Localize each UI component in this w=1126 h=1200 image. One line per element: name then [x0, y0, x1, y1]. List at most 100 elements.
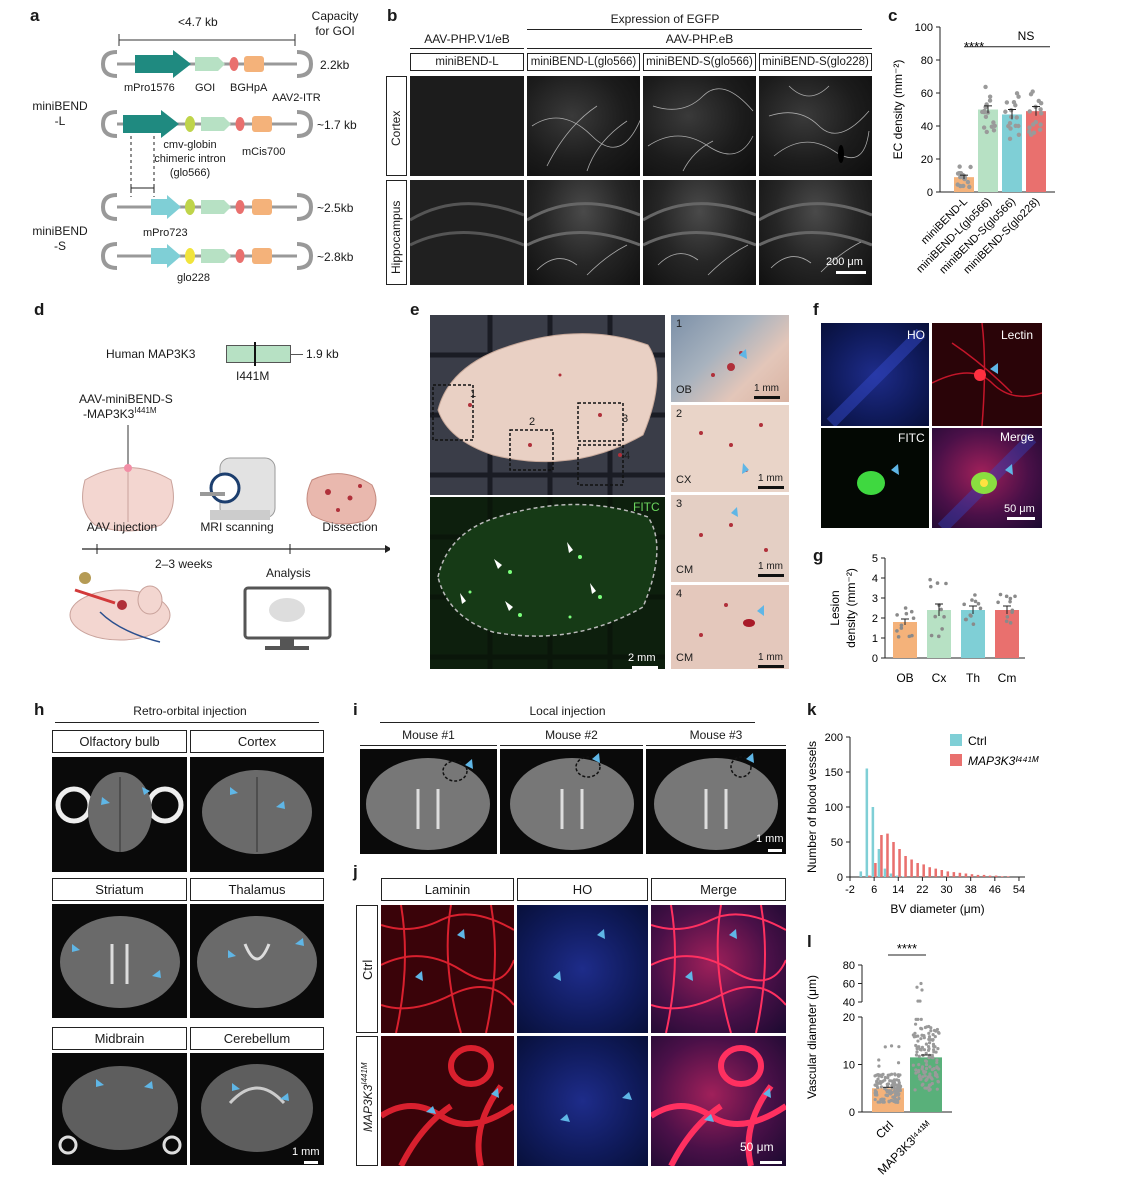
label-itr: AAV2-ITR — [272, 92, 321, 104]
step-dissection: Dissection — [322, 520, 378, 534]
l-point — [886, 1082, 891, 1086]
k-xtick-label: 30 — [940, 884, 952, 896]
c-point — [1038, 107, 1043, 112]
c-point — [1014, 115, 1019, 120]
row-cortex-box — [386, 76, 407, 176]
g-point — [971, 622, 976, 626]
c-point — [983, 114, 989, 120]
l-point — [928, 1083, 933, 1087]
construct-row-2 — [100, 110, 314, 197]
l-point — [895, 1087, 899, 1091]
l-ytick-label: 60 — [843, 979, 855, 991]
j-col-ho: HO — [517, 878, 648, 901]
c-point — [965, 179, 971, 185]
l-point — [877, 1064, 881, 1068]
k-bar-ctrl — [901, 876, 905, 877]
f-fitc — [821, 428, 929, 528]
l-point — [926, 1044, 931, 1049]
l-point — [916, 1039, 920, 1043]
panel-label-i: i — [353, 700, 358, 719]
l-point — [883, 1075, 887, 1080]
g-xtick-label: OB — [896, 671, 913, 685]
roi-2: 2 — [529, 416, 536, 428]
l-point — [914, 1068, 918, 1072]
scale-text-j: 50 μm — [740, 1140, 774, 1154]
c-point — [1007, 136, 1013, 142]
micrograph-cortex-1 — [410, 76, 524, 176]
l-point — [913, 1031, 917, 1035]
inset-1 — [671, 315, 789, 402]
l-ylabel: Vascular diameter (μm) — [805, 975, 819, 1099]
l-sig-stars: **** — [897, 941, 917, 956]
l-outlier — [918, 999, 922, 1003]
j-row-ctrl: Ctrl — [360, 959, 375, 980]
i-mouse-2: Mouse #2 — [545, 728, 598, 742]
step-aav-injection: AAV injection — [86, 520, 158, 534]
l-point — [919, 1048, 923, 1052]
workflow-illustration — [69, 425, 390, 650]
k-bar-mut — [988, 875, 992, 877]
g-point — [1004, 619, 1009, 624]
mri-striatum — [52, 904, 187, 1018]
row-hippocampus: Hippocampus — [389, 200, 403, 274]
g-point — [895, 629, 899, 633]
l-point — [896, 1093, 901, 1097]
g-point — [936, 634, 941, 639]
size-limit: <4.7 kb — [178, 15, 218, 29]
g-ytick-label: 2 — [872, 613, 878, 625]
g-bar — [927, 610, 951, 658]
mri-thalamus — [190, 904, 324, 1018]
c-point — [961, 183, 966, 189]
l-point — [924, 1078, 928, 1083]
c-point — [955, 182, 960, 187]
l-point — [927, 1041, 932, 1045]
k-xtick-label: 14 — [892, 884, 904, 896]
f-ho — [821, 323, 929, 426]
l-point — [914, 1053, 919, 1057]
k-bar-ctrl — [865, 768, 869, 877]
l-point — [919, 1026, 923, 1030]
c-ytick-label: 0 — [927, 187, 933, 199]
l-point — [913, 1088, 917, 1092]
micrograph-hippo-3 — [643, 180, 756, 285]
l-ytick-label: 20 — [843, 1012, 855, 1024]
l-point — [935, 1066, 939, 1070]
g-point — [935, 581, 940, 585]
g-point — [911, 616, 916, 621]
scale-bar-i — [768, 849, 782, 852]
g-point — [976, 601, 981, 606]
inset-4 — [671, 585, 789, 669]
k-ytick-label: 200 — [825, 732, 843, 744]
k-bar-mut — [886, 833, 889, 877]
g-point — [1005, 615, 1010, 619]
inset-3-region: CM — [676, 564, 694, 576]
scale-text-b: 200 μm — [826, 256, 863, 268]
g-point — [907, 634, 912, 639]
c-point — [967, 184, 972, 190]
g-ytick-label: 3 — [872, 593, 878, 605]
capsid-1: AAV-PHP.V1/eB — [424, 32, 510, 46]
minibend-l-line1: miniBEND — [32, 99, 88, 113]
g-ytick-label: 0 — [872, 653, 878, 665]
vector-line1: AAV-miniBEND-S — [79, 392, 173, 406]
k-legend-swatch — [950, 734, 962, 746]
label-intron-3: (glo566) — [169, 167, 211, 179]
label-mcis700: mCis700 — [242, 146, 286, 158]
c-point — [1039, 111, 1044, 116]
inset-4-region: CM — [676, 652, 694, 664]
f-label-lectin: Lectin — [1001, 328, 1034, 342]
c-point — [980, 109, 985, 115]
panel-label-g: g — [813, 546, 824, 565]
inset-4-num: 4 — [676, 588, 683, 600]
g-point — [998, 592, 1003, 597]
g-ytick-label: 1 — [872, 633, 878, 645]
k-bar-mut — [958, 872, 962, 877]
dissected-brain-illustration — [306, 473, 377, 525]
h-region-striatum: Striatum — [52, 878, 187, 901]
micrograph-hippo-4 — [759, 180, 872, 285]
c-point — [987, 98, 993, 103]
l-point — [911, 1063, 915, 1067]
brain-coronal-illustration — [82, 464, 174, 532]
k-bar-mut — [1006, 876, 1010, 877]
c-point — [958, 170, 964, 176]
